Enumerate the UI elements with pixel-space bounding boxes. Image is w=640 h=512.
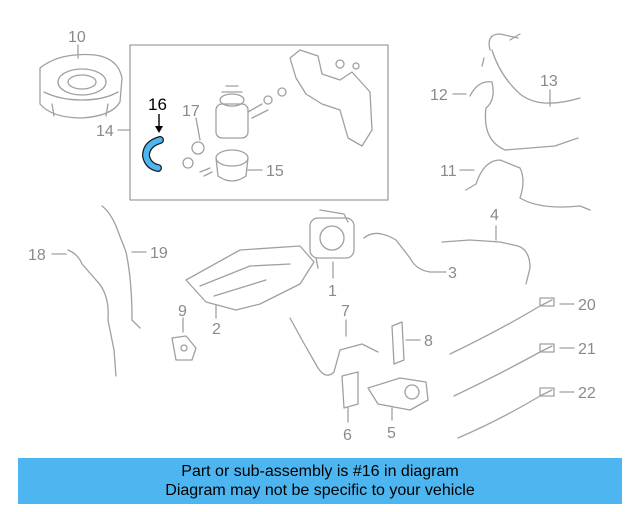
part-5-valve xyxy=(367,377,429,411)
callout-19: 19 xyxy=(150,245,168,262)
part-22-sensor xyxy=(457,387,555,439)
callout-14: 14 xyxy=(96,123,114,140)
callout-12: 12 xyxy=(430,87,448,104)
callout-18: 18 xyxy=(28,247,46,264)
part-21-sensor xyxy=(453,343,555,397)
part-2-plenum xyxy=(185,245,315,311)
banner-line-2: Diagram may not be specific to your vehi… xyxy=(165,482,475,499)
callout-10: 10 xyxy=(68,29,86,46)
callout-20: 20 xyxy=(578,297,596,314)
solenoid-assembly xyxy=(215,49,373,147)
part-1-pump xyxy=(309,209,355,269)
callout-21: 21 xyxy=(578,341,596,358)
part-18-pipe xyxy=(67,249,117,377)
callout-17: 17 xyxy=(182,103,200,120)
part-17-valve xyxy=(182,117,213,177)
callout-11: 11 xyxy=(440,163,457,180)
callout-8: 8 xyxy=(424,333,433,350)
sub-assembly-14-box xyxy=(129,44,389,201)
part-10-air-cleaner xyxy=(39,53,123,119)
callout-13: 13 xyxy=(540,73,558,90)
part-20-sensor xyxy=(449,297,555,355)
part-3-hose xyxy=(363,232,431,273)
callout-22: 22 xyxy=(578,385,596,402)
part-11-hose xyxy=(465,159,591,211)
banner-line-1: Part or sub-assembly is #16 in diagram xyxy=(181,463,459,480)
callout-16: 16 xyxy=(148,95,167,114)
callout-5: 5 xyxy=(387,425,396,442)
part-9-bracket xyxy=(171,335,197,361)
info-banner: Part or sub-assembly is #16 in diagram D… xyxy=(18,458,622,504)
part-15-canister xyxy=(215,149,249,182)
part-6-bracket xyxy=(341,371,359,409)
callout-3: 3 xyxy=(448,265,457,282)
callout-1: 1 xyxy=(328,283,337,300)
part-8-bracket xyxy=(391,321,405,365)
callout-6: 6 xyxy=(343,427,352,444)
part-7-tube xyxy=(289,317,379,376)
callout-15: 15 xyxy=(266,163,284,180)
arrow-16-icon xyxy=(155,126,163,133)
parts-diagram: 10 14 16 17 15 12 13 11 4 18 19 1 3 2 9 … xyxy=(28,29,596,444)
callout-7: 7 xyxy=(341,303,350,320)
part-19-pipe xyxy=(101,205,141,329)
callout-4: 4 xyxy=(490,207,499,224)
callout-9: 9 xyxy=(178,303,187,320)
part-16-highlighted-hose[interactable] xyxy=(141,136,164,172)
callout-2: 2 xyxy=(212,321,221,338)
part-4-hose xyxy=(441,225,531,285)
part-12-13-hoses xyxy=(469,33,581,151)
